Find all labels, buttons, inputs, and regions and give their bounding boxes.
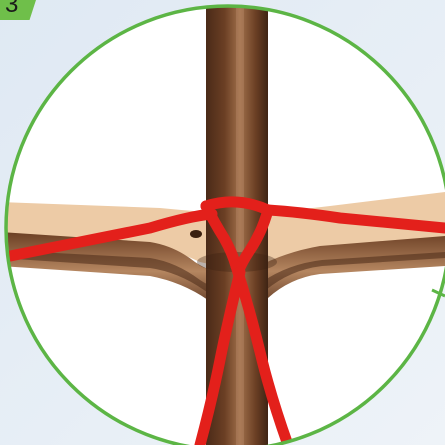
- step-number: 3: [5, 0, 18, 17]
- knot-mark: [190, 230, 202, 238]
